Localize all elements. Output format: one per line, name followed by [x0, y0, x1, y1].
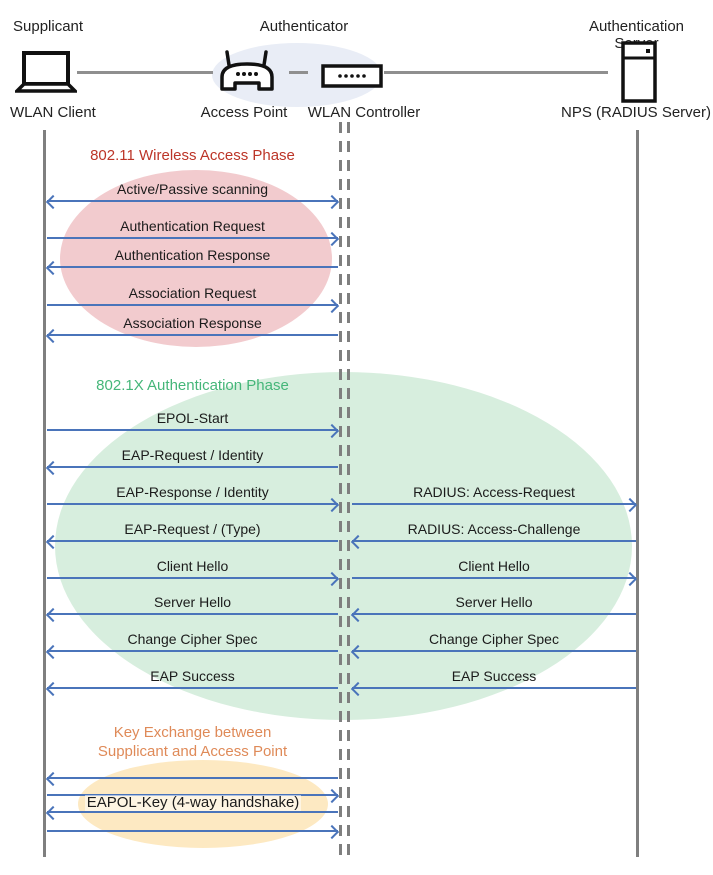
message-label: Authentication Request [120, 218, 265, 234]
arrow-authentication-response [47, 266, 338, 268]
wlan-controller-icon [321, 64, 383, 88]
arrow-radius-access-challenge [352, 540, 636, 542]
message-label: EAP Success [150, 668, 235, 684]
arrow-eapol-key-1 [47, 777, 338, 779]
message-label: Change Cipher Spec [429, 631, 559, 647]
connector-client-ap [77, 71, 213, 74]
message-label: Association Response [123, 315, 262, 331]
arrow-authentication-request [47, 237, 338, 239]
lifeline-authenticator-dashed-right [347, 122, 350, 862]
arrow-active-passive-scanning [47, 200, 338, 202]
arrow-client-hello-left [47, 577, 338, 579]
message-label: Authentication Response [114, 247, 271, 263]
message-label: EAP Success [451, 668, 537, 684]
phase1-title: 802.11 Wireless Access Phase [90, 147, 295, 164]
message-label: Change Cipher Spec [127, 631, 258, 647]
access-point-icon [220, 50, 274, 91]
role-authenticator: Authenticator [259, 18, 349, 35]
message-label: EAP-Request / (Type) [124, 521, 261, 537]
role-supplicant: Supplicant [13, 18, 84, 35]
message-label: Client Hello [458, 558, 530, 574]
phase3-title-line2: Supplicant and Access Point [97, 743, 288, 760]
arrow-eap-response-identity [47, 503, 338, 505]
message-label: RADIUS: Access-Challenge [407, 521, 581, 537]
message-label: Server Hello [153, 594, 232, 610]
phase3-title-line1: Key Exchange between [113, 724, 272, 741]
phase2-title: 802.1X Authentication Phase [96, 377, 289, 394]
lifeline-wlan-client [43, 130, 46, 857]
message-label: EAP-Response / Identity [116, 484, 269, 500]
server-icon [621, 41, 657, 103]
arrow-eap-success-left [47, 687, 338, 689]
message-label: Client Hello [156, 558, 229, 574]
arrow-association-request [47, 304, 338, 306]
arrow-radius-access-request [352, 503, 636, 505]
connector-ap-controller [289, 71, 308, 74]
arrow-client-hello-right [352, 577, 636, 579]
lifeline-authenticator-dashed-left [339, 122, 342, 862]
device-wlan-client: WLAN Client [10, 104, 96, 121]
arrow-change-cipher-spec-right [352, 650, 636, 652]
arrow-association-response [47, 334, 338, 336]
message-label: Active/Passive scanning [117, 181, 268, 197]
arrow-eap-request-type [47, 540, 338, 542]
arrow-eapol-key-3 [47, 811, 338, 813]
arrow-server-hello-right [352, 613, 636, 615]
phase3-title: Key Exchange between Supplicant and Acce… [47, 723, 338, 761]
arrow-eap-request-identity [47, 466, 338, 468]
arrow-eap-success-right [352, 687, 636, 689]
message-label: EPOL-Start [156, 410, 229, 426]
lifeline-radius-server [636, 130, 639, 857]
arrow-eapol-key-4 [47, 830, 338, 832]
laptop-icon [15, 51, 77, 93]
connector-controller-server [384, 71, 608, 74]
message-label: RADIUS: Access-Request [413, 484, 575, 500]
arrow-change-cipher-spec-left [47, 650, 338, 652]
arrow-epol-start [47, 429, 338, 431]
arrow-server-hello-left [47, 613, 338, 615]
device-access-point: Access Point [200, 104, 288, 121]
eapol-key-label: EAPOL-Key (4-way handshake) [85, 794, 301, 811]
device-wlan-controller: WLAN Controller [307, 104, 421, 121]
message-label: Server Hello [455, 594, 533, 610]
device-nps-radius-server: NPS (RADIUS Server) [560, 104, 712, 121]
message-label: EAP-Request / Identity [121, 447, 264, 463]
message-label: Association Request [128, 285, 257, 301]
